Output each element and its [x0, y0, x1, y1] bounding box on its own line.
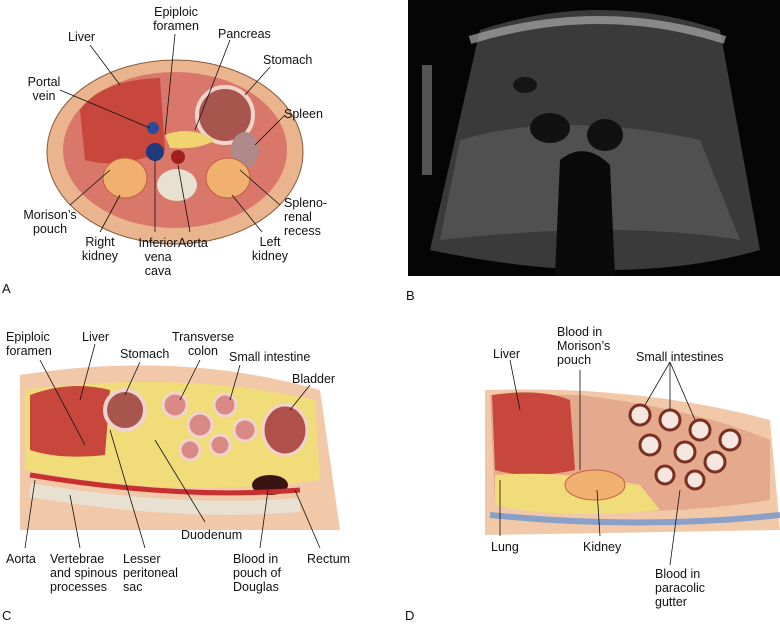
aorta-shape: [171, 150, 185, 164]
label-rectum-c: Rectum: [307, 552, 351, 566]
label-blood-douglas-c: Blood in pouch of Douglas: [233, 552, 281, 594]
pancreas-shape: [165, 131, 215, 149]
left-kidney-shape: [205, 157, 251, 199]
panel-a-cross-section: [46, 33, 304, 245]
panel-d-sagittal: [485, 359, 780, 566]
stomach-shape: [195, 85, 255, 145]
label-aorta-a: Aorta: [178, 236, 208, 250]
label-portal-vein-a: Portal vein: [27, 75, 61, 103]
label-liver-d: Liver: [493, 347, 521, 361]
label-stomach-a: Stomach: [263, 53, 313, 67]
label-splenorenal-recess-a: Spleno- renal recess: [284, 196, 328, 238]
label-aorta-c: Aorta: [6, 552, 36, 566]
label-small-intestine-c: Small intestine: [229, 350, 311, 364]
label-lesser-sac-c: Lesser peritoneal sac: [123, 552, 178, 594]
panel-b-letter: B: [406, 288, 415, 303]
panel-d-letter: D: [405, 608, 415, 623]
label-lung-d: Lung: [491, 540, 519, 554]
label-kidney-d: Kidney: [583, 540, 622, 554]
label-right-kidney-a: Right kidney: [81, 235, 119, 263]
label-small-intestines-d: Small intestines: [636, 350, 724, 364]
label-blood-paracolic-d: Blood in paracolic gutter: [655, 567, 706, 609]
spleen-shape: [231, 132, 259, 168]
label-liver-c: Liver: [82, 330, 110, 344]
label-bladder-c: Bladder: [292, 372, 336, 386]
portal-vein-shape: [147, 122, 159, 134]
liver-shape-d: [492, 392, 575, 475]
label-morisons-pouch-a: Morison’s pouch: [23, 208, 77, 236]
ivc-shape: [146, 143, 164, 161]
panel-c-sagittal: [20, 343, 340, 549]
label-ivc-a: Inferior vena cava: [138, 236, 178, 278]
label-pancreas-a: Pancreas: [218, 27, 271, 41]
panel-b-ultrasound: [408, 0, 780, 276]
vertebra-shape: [157, 169, 197, 201]
label-vertebrae-c: Vertebrae and spinous processes: [50, 552, 118, 594]
label-transverse-colon-c: Transverse colon: [171, 330, 235, 358]
label-stomach-c: Stomach: [120, 347, 170, 361]
label-blood-morison-d: Blood in Morison’s pouch: [557, 325, 611, 367]
label-left-kidney-a: Left kidney: [251, 235, 289, 263]
panel-a-letter: A: [2, 281, 11, 296]
liver-shape: [80, 78, 165, 164]
label-epiploic-foramen-c: Epiploic foramen: [6, 330, 52, 358]
liver-shape-c: [30, 386, 110, 457]
panel-c-letter: C: [2, 608, 12, 623]
right-kidney-shape: [102, 157, 148, 199]
label-liver-a: Liver: [68, 30, 96, 44]
label-spleen-a: Spleen: [284, 107, 323, 121]
label-epiploic-foramen-a: Epiploic foramen: [153, 5, 199, 33]
label-duodenum-c: Duodenum: [181, 528, 243, 542]
